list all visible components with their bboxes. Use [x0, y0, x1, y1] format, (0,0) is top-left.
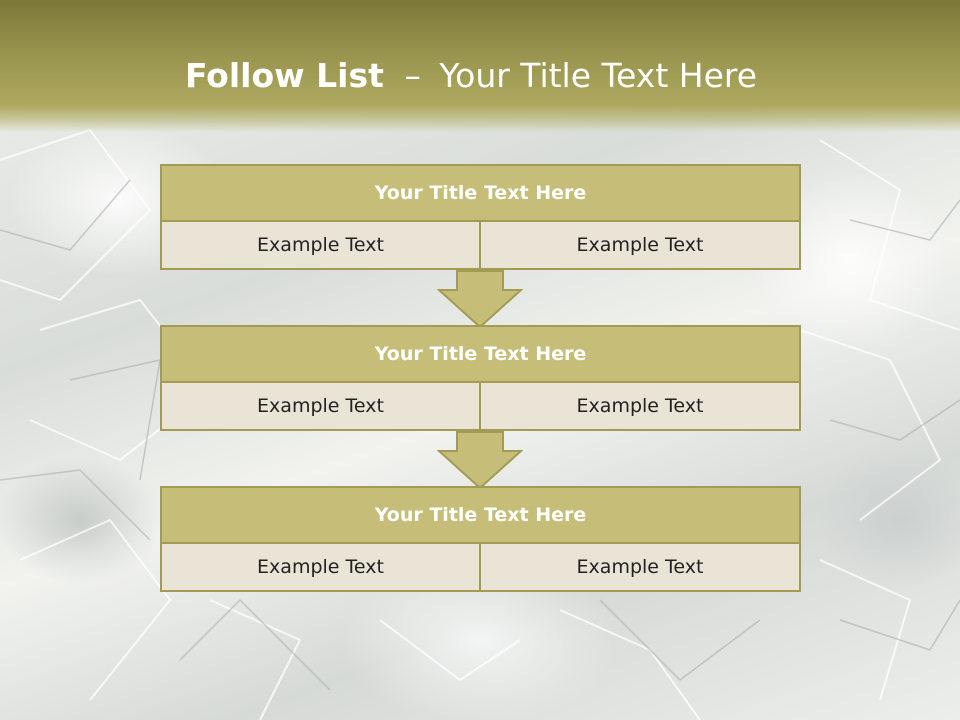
title-bar	[0, 0, 960, 132]
step-title: Your Title Text Here	[160, 325, 801, 383]
step-text-right: Example Text	[479, 220, 801, 270]
down-arrow-icon	[437, 431, 523, 489]
slide-title-separator: –	[404, 56, 421, 95]
step-text-left: Example Text	[160, 220, 481, 270]
slide-title: Follow List – Your Title Text Here	[0, 54, 942, 98]
step-title: Your Title Text Here	[160, 486, 801, 544]
step-card-2: Your Title Text Here Example Text Exampl…	[160, 325, 801, 431]
step-text-left: Example Text	[160, 542, 481, 592]
slide-title-text: Your Title Text Here	[439, 56, 758, 95]
down-arrow-icon	[437, 270, 523, 328]
slide-title-bold: Follow List	[184, 56, 384, 95]
step-text-left: Example Text	[160, 381, 481, 431]
step-card-3: Your Title Text Here Example Text Exampl…	[160, 486, 801, 592]
step-text-right: Example Text	[479, 542, 801, 592]
step-title: Your Title Text Here	[160, 164, 801, 222]
step-text-right: Example Text	[479, 381, 801, 431]
step-card-1: Your Title Text Here Example Text Exampl…	[160, 164, 801, 270]
